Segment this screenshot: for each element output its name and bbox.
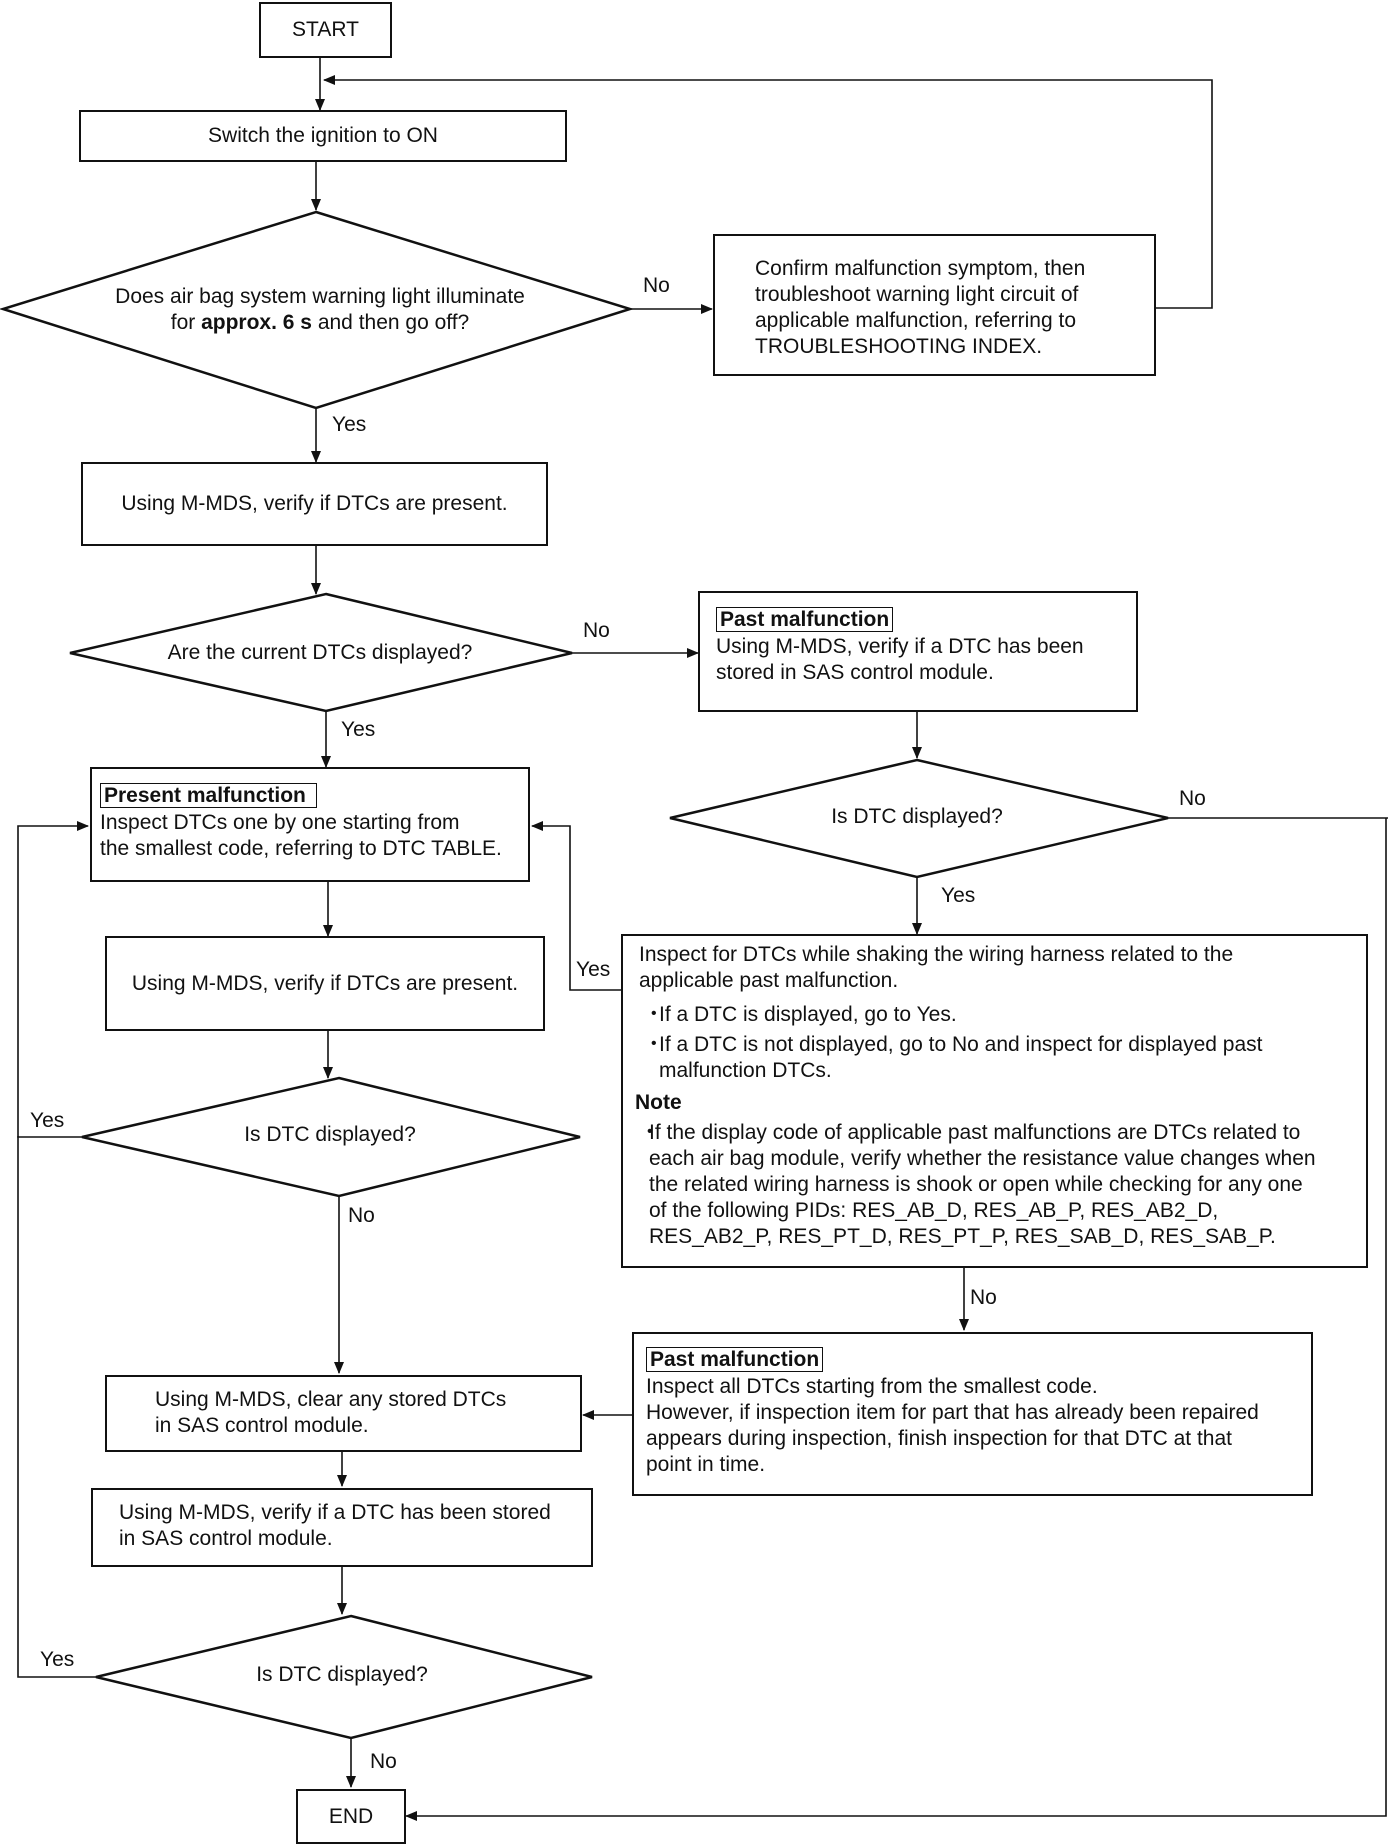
label-no: No [370,1750,397,1773]
past-malfunction-verify-step: Past malfunction Using M-MDS, verify if … [698,591,1138,712]
warning-light-question-line1: Does air bag system warning light illumi… [115,285,525,308]
past-malfunction-tag: Past malfunction [716,607,894,632]
dtc-displayed-question-right: Is DTC displayed? [831,805,1003,828]
warning-q-bold: approx. 6 s [201,311,312,334]
confirm-line: applicable malfunction, referring to [755,309,1077,332]
confirm-line: Confirm malfunction symptom, then [755,257,1086,280]
warning-light-question: Does air bag system warning light illumi… [60,284,580,336]
confirm-symptom-step: Confirm malfunction symptom, then troubl… [713,234,1156,376]
confirm-line: TROUBLESHOOTING INDEX. [755,335,1043,358]
decision-dtc-displayed-bottom [95,1614,593,1740]
current-dtcs-question: Are the current DTCs displayed? [167,641,473,664]
past-malfunction-tag-2: Past malfunction [646,1347,824,1372]
shake-bullet-1: If a DTC is displayed, go to Yes. [639,1001,1358,1028]
verify-stored-dtc-step: Using M-MDS, verify if a DTC has been st… [91,1488,593,1567]
label-yes: Yes [341,718,376,741]
ignition-step: Switch the ignition to ON [79,110,567,162]
present-line: the smallest code, referring to DTC TABL… [100,837,502,860]
confirm-line: troubleshoot warning light circuit of [755,283,1079,306]
verify-dtcs-2-text: Using M-MDS, verify if DTCs are present. [131,971,519,995]
label-no: No [970,1286,997,1309]
past-inspect-line: point in time. [646,1453,766,1476]
present-line: Inspect DTCs one by one starting from [100,811,460,834]
past-malfunction-inspect-step: Past malfunction Inspect all DTCs starti… [632,1332,1313,1496]
dtc-displayed-question-bottom: Is DTC displayed? [256,1663,428,1686]
past-inspect-line: Inspect all DTCs starting from the small… [646,1375,1098,1398]
start-label: START [292,18,359,41]
verify-dtcs-step: Using M-MDS, verify if DTCs are present. [81,462,548,546]
note-line: the related wiring harness is shook or o… [649,1173,1303,1196]
clear-line: in SAS control module. [155,1414,369,1437]
present-malfunction-step: Present malfunction Inspect DTCs one by … [90,767,530,882]
shake-harness-step: Inspect for DTCs while shaking the wirin… [621,934,1368,1268]
past-inspect-line: However, if inspection item for part tha… [646,1401,1259,1424]
past-verify-line: stored in SAS control module. [716,661,994,684]
verify-dtcs-text: Using M-MDS, verify if DTCs are present. [121,492,508,515]
end-label: END [328,1804,374,1828]
note-line: If the display code of applicable past m… [649,1121,1301,1144]
shake-bullet-2-line: If a DTC is not displayed, go to No and … [659,1033,1263,1056]
verify-stored-line: in SAS control module. [119,1527,333,1550]
decision-dtc-displayed-right [669,758,1169,879]
note-line: each air bag module, verify whether the … [649,1147,1316,1170]
label-no: No [583,619,610,642]
shake-intro-line: applicable past malfunction. [639,969,899,992]
label-yes: Yes [332,413,367,436]
shake-bullet-2-line: malfunction DTCs. [659,1059,832,1082]
shake-intro-line: Inspect for DTCs while shaking the wirin… [639,943,1234,966]
end-terminal: END [296,1789,406,1844]
start-terminal: START [259,2,392,58]
warning-light-question-line2: for approx. 6 s and then go off? [60,310,580,336]
note-line: RES_AB2_P, RES_PT_D, RES_PT_P, RES_SAB_D… [649,1225,1276,1248]
label-yes: Yes [30,1109,65,1132]
decision-warning-light [0,210,635,410]
note-bullet: If the display code of applicable past m… [635,1119,1358,1250]
label-no: No [1179,787,1206,810]
decision-current-dtcs [69,592,573,713]
shake-bullet-2: If a DTC is not displayed, go to No and … [639,1031,1358,1084]
clear-dtcs-step: Using M-MDS, clear any stored DTCs in SA… [105,1375,582,1452]
ignition-text: Switch the ignition to ON [208,124,438,147]
warning-q-pre: for [170,311,202,334]
past-inspect-line: appears during inspection, finish inspec… [646,1427,1232,1450]
shake-bullet-1-text: If a DTC is displayed, go to Yes. [659,1003,957,1026]
verify-stored-line: Using M-MDS, verify if a DTC has been st… [119,1501,551,1524]
past-verify-line: Using M-MDS, verify if a DTC has been [716,635,1084,658]
label-yes: Yes [941,884,976,907]
clear-line: Using M-MDS, clear any stored DTCs [155,1388,507,1411]
present-malfunction-tag: Present malfunction [100,783,317,808]
verify-dtcs-step-2: Using M-MDS, verify if DTCs are present. [105,936,545,1031]
note-title: Note [635,1091,682,1114]
decision-dtc-displayed-mid [81,1076,581,1198]
label-yes: Yes [40,1648,75,1671]
note-line: of the following PIDs: RES_AB_D, RES_AB_… [649,1199,1219,1222]
dtc-displayed-question-mid: Is DTC displayed? [244,1123,416,1146]
warning-q-post: and then go off? [311,311,470,334]
label-no: No [348,1204,375,1227]
label-no: No [643,274,670,297]
label-yes: Yes [576,958,611,981]
